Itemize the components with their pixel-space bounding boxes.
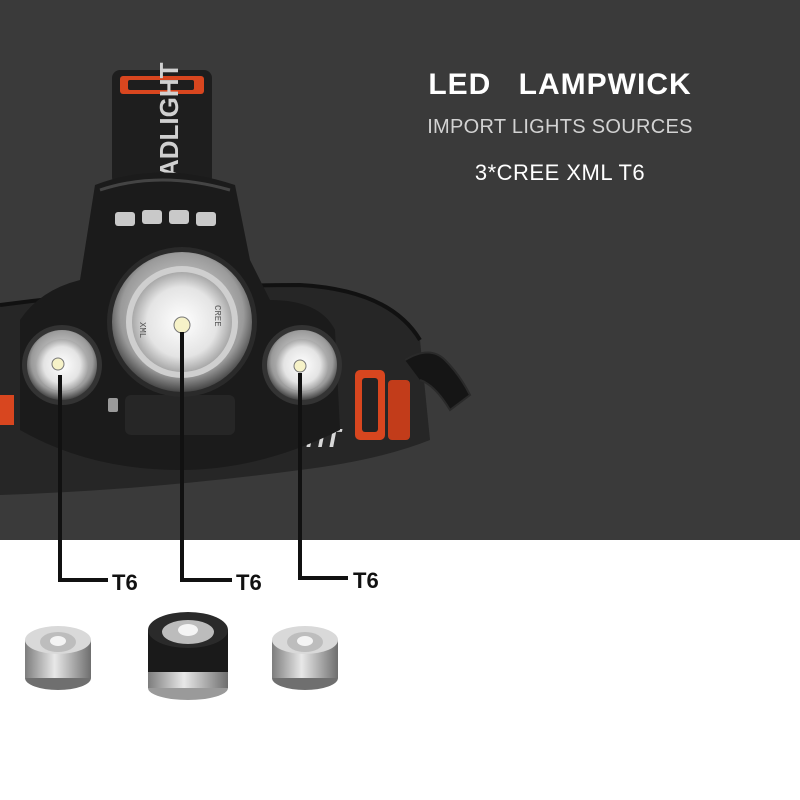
led-bulb-center bbox=[148, 612, 228, 700]
lens-text-cree: CREE bbox=[212, 305, 222, 327]
strap-text: ADLIGHT bbox=[154, 62, 184, 178]
spec-text: 3*CREE XML T6 bbox=[474, 160, 646, 185]
led-bulb-left bbox=[25, 626, 91, 690]
subtitle: IMPORT LIGHTS SOURCES bbox=[427, 116, 693, 138]
leader-line-right bbox=[298, 373, 348, 580]
leader-line-center bbox=[180, 332, 232, 582]
led-bulb-right bbox=[272, 626, 338, 690]
center-lamp: XML CREE bbox=[107, 247, 257, 397]
leader-lines bbox=[58, 332, 348, 582]
light-background bbox=[0, 540, 800, 800]
left-lamp bbox=[22, 325, 102, 405]
right-lamp bbox=[262, 325, 342, 405]
led-label-center: T6 bbox=[236, 570, 262, 595]
led-label-left: T6 bbox=[112, 570, 138, 595]
led-label-right: T6 bbox=[353, 568, 379, 593]
lens-text-xml: XML bbox=[137, 322, 147, 338]
top-strap: ADLIGHT bbox=[112, 62, 212, 185]
title: LED LAMPWICK bbox=[428, 68, 692, 101]
leader-line-left bbox=[58, 375, 108, 582]
cable bbox=[404, 351, 472, 412]
